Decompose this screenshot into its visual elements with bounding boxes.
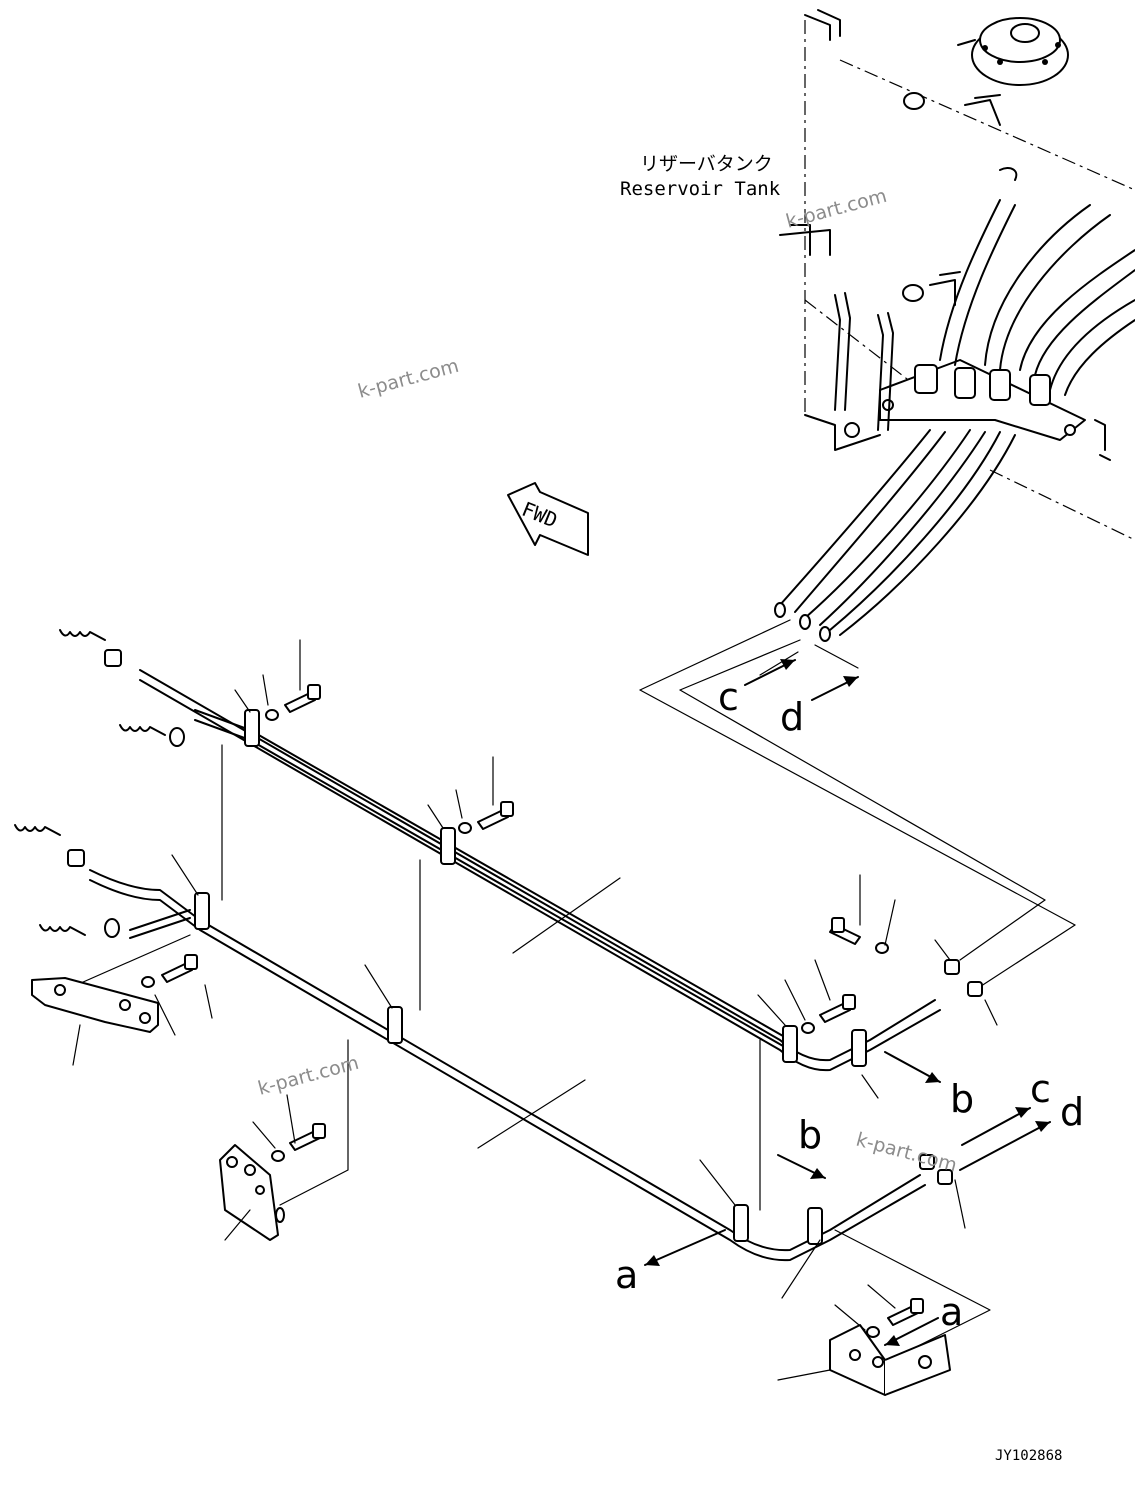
upper-pipe bbox=[59, 629, 983, 1072]
bracket-bottom-right bbox=[829, 1324, 951, 1396]
bolt-1 bbox=[265, 684, 321, 721]
leader-lines bbox=[72, 639, 998, 1381]
reservoir-label-en: Reservoir Tank bbox=[620, 178, 781, 200]
callout-a-left: a bbox=[615, 1253, 638, 1297]
drawing-number: JY102868 bbox=[995, 1448, 1062, 1464]
callout-d-right: d bbox=[1060, 1090, 1084, 1134]
watermark-2: k-part.com bbox=[356, 355, 462, 403]
callout-c-top: c bbox=[718, 675, 739, 719]
callout-a-bracket: a bbox=[940, 1290, 963, 1334]
watermark-4: k-part.com bbox=[854, 1129, 960, 1177]
alignment-lines bbox=[64, 744, 991, 1356]
bolt-6 bbox=[271, 1123, 326, 1162]
bracket-left bbox=[31, 977, 159, 1033]
lower-pipe bbox=[14, 824, 953, 1262]
watermark-3: k-part.com bbox=[256, 1052, 362, 1100]
bolt-3 bbox=[829, 917, 889, 954]
callout-b-mid: b bbox=[798, 1113, 822, 1157]
bracket-center bbox=[219, 1144, 285, 1241]
hydraulic-hoses bbox=[774, 167, 1135, 642]
bolt-7 bbox=[866, 1298, 924, 1338]
arrows bbox=[644, 659, 1051, 1346]
callout-c-right: c bbox=[1030, 1067, 1051, 1111]
callout-d-top: d bbox=[780, 695, 804, 739]
bolts bbox=[141, 684, 924, 1338]
bolt-2 bbox=[458, 801, 514, 834]
bolt-5 bbox=[141, 954, 198, 988]
callout-b-right: b bbox=[950, 1077, 974, 1121]
reservoir-label-jp: リザーバタンク bbox=[640, 153, 773, 175]
routing-outline bbox=[639, 619, 1076, 991]
fwd-arrow: FWD bbox=[507, 482, 589, 556]
watermark-1: k-part.com bbox=[784, 185, 890, 233]
bolt-4 bbox=[801, 994, 856, 1034]
reservoir-tank bbox=[779, 9, 1135, 541]
